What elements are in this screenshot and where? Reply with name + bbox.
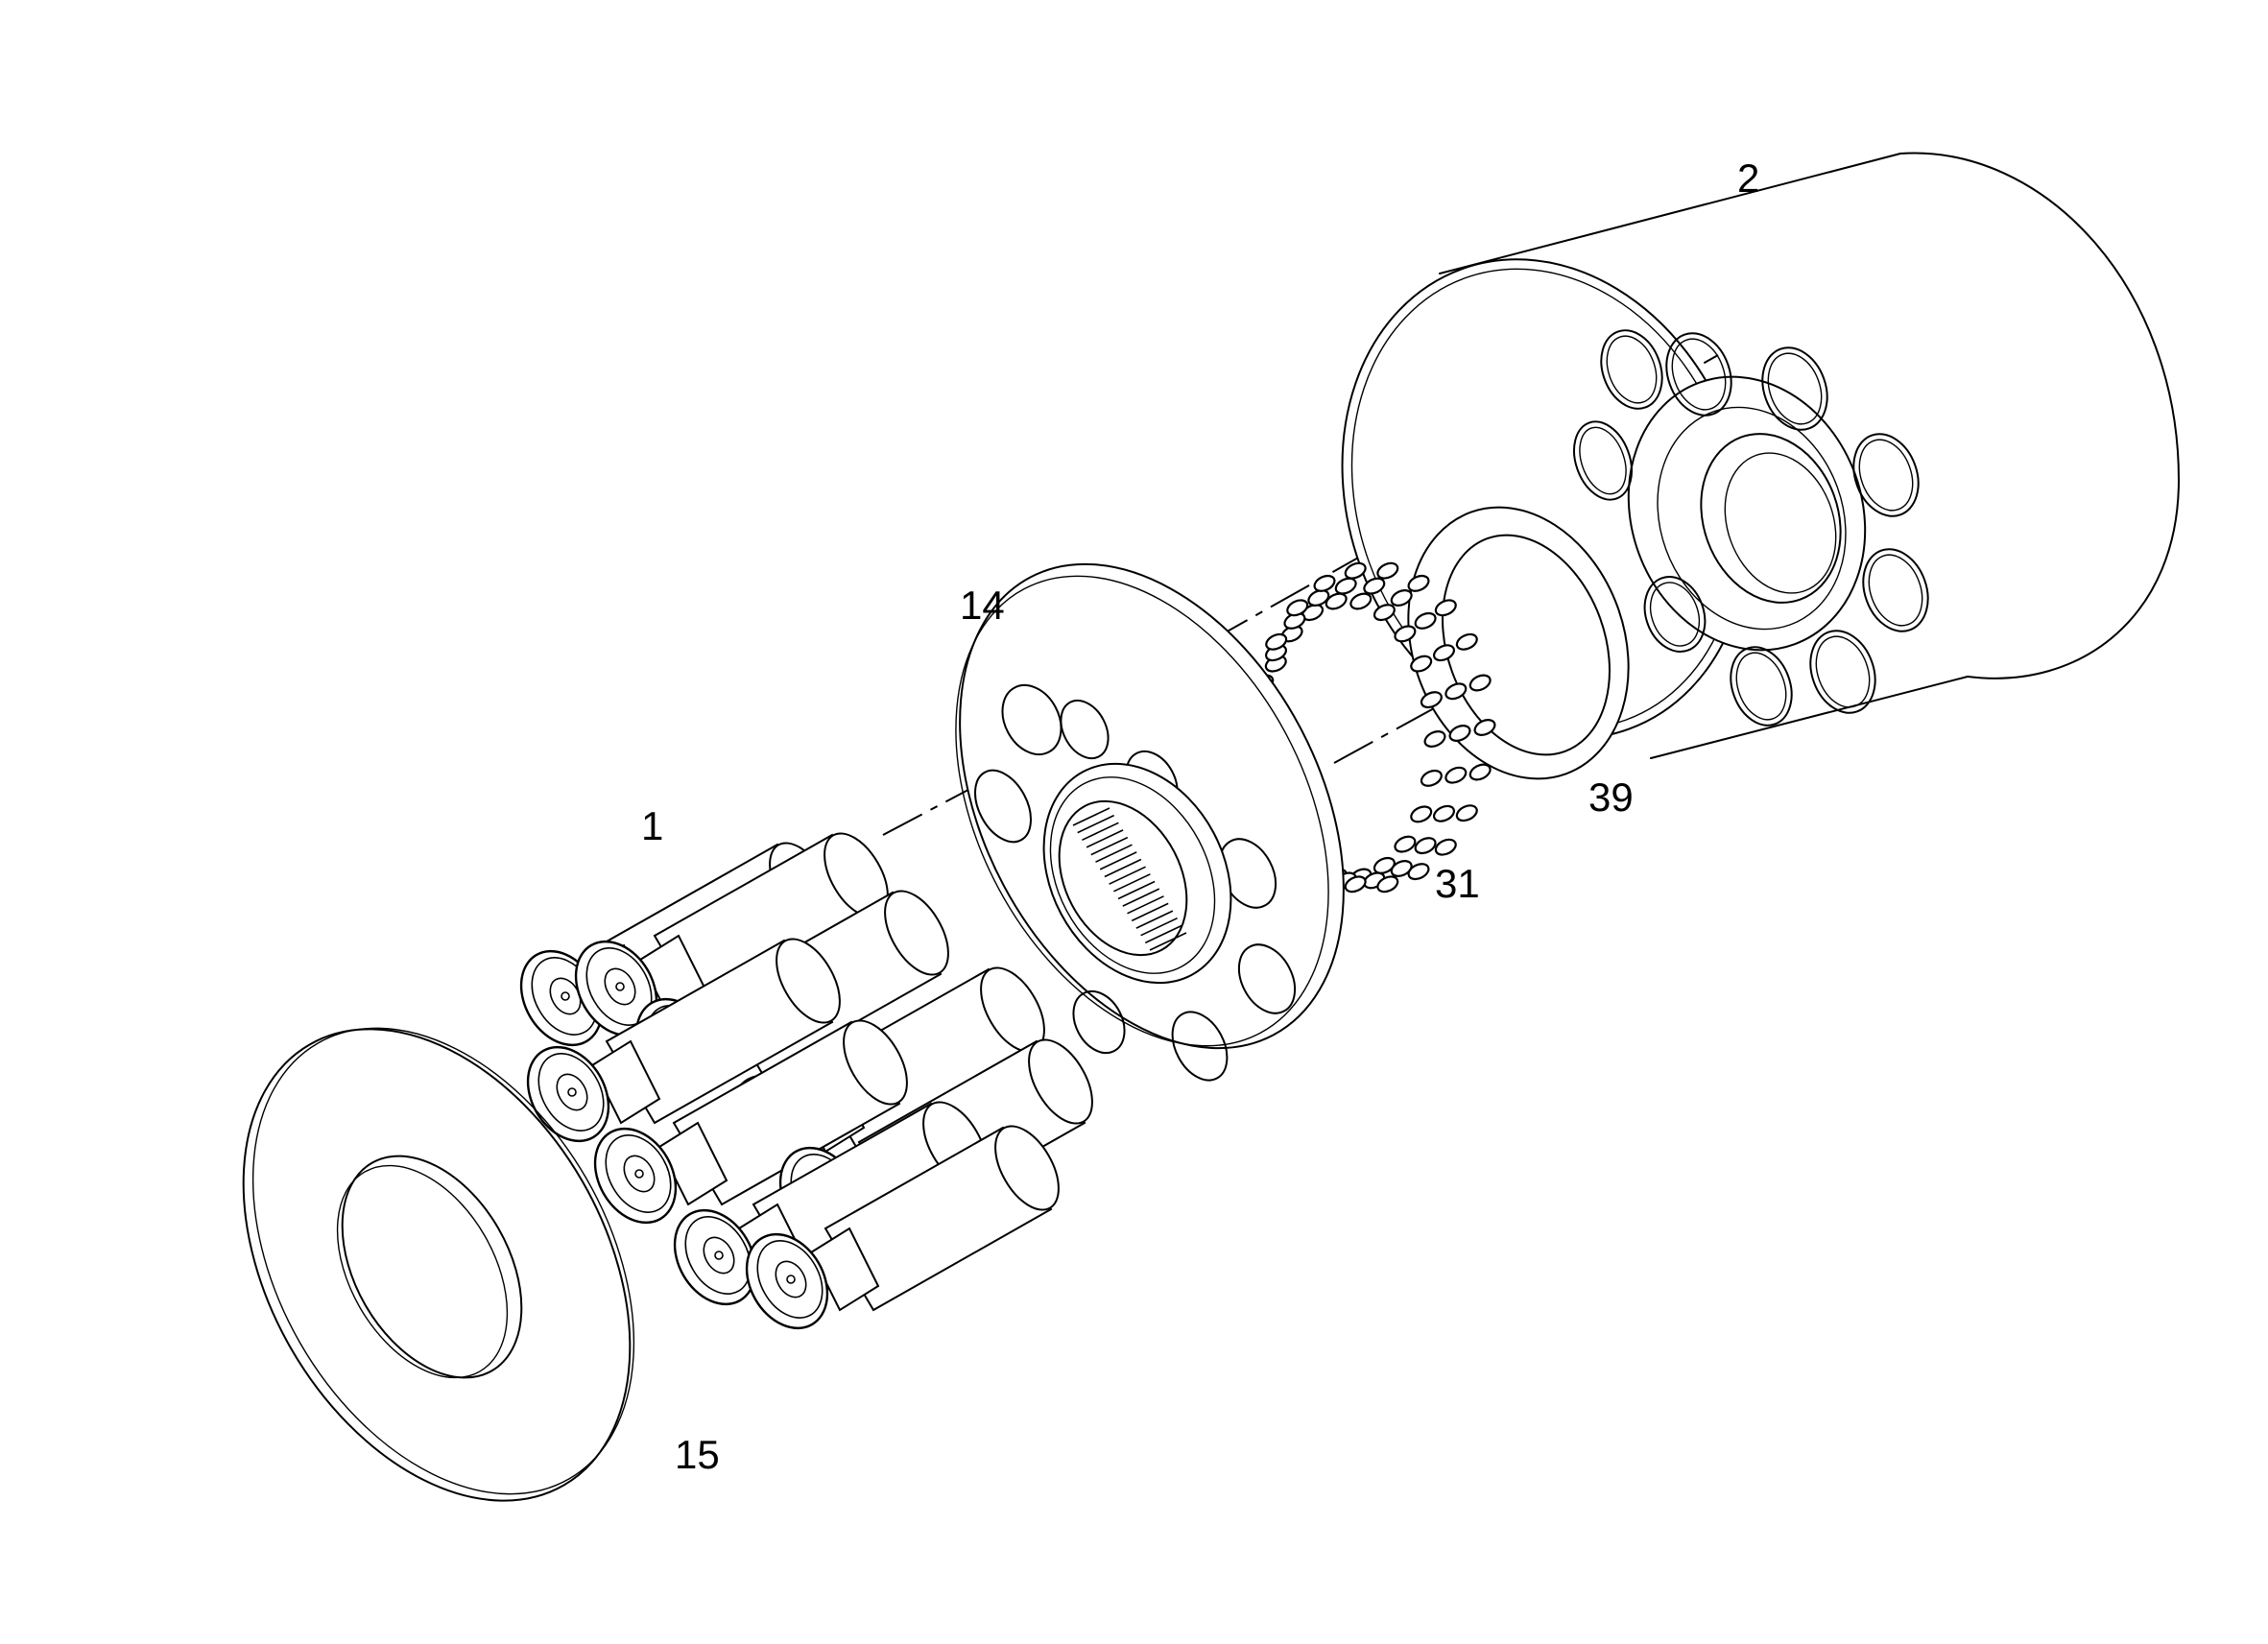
spring-coil <box>1349 592 1373 610</box>
spline-tooth <box>1140 917 1178 937</box>
spring-coil <box>1444 682 1468 701</box>
spring-coil <box>1414 837 1437 855</box>
callout-14: 14 <box>960 583 1005 628</box>
hub-splines <box>1072 807 1187 951</box>
callout-1: 1 <box>641 803 663 848</box>
spring-coil <box>1410 805 1433 823</box>
part-39-washer <box>1407 506 1630 780</box>
spring-coil <box>1448 725 1471 742</box>
spring-coil <box>1286 599 1309 617</box>
spring-coil <box>1376 561 1399 580</box>
spline-tooth <box>1104 858 1142 878</box>
spring-coil <box>1455 804 1478 822</box>
spline-tooth <box>1095 844 1133 863</box>
spring-coil <box>1373 604 1396 622</box>
spring-coil <box>1434 599 1457 617</box>
spline-tooth <box>1149 932 1187 951</box>
spring-coil <box>1444 766 1468 784</box>
part-2-cylinder-block <box>1341 152 2180 759</box>
spring-coil <box>1473 719 1496 736</box>
spring-coil <box>1344 875 1367 893</box>
spring-coil <box>1420 691 1443 709</box>
spring-coil <box>1433 804 1455 822</box>
callout-labels: 2 14 1 31 39 15 <box>641 155 1759 1477</box>
spring-coil <box>1407 574 1430 592</box>
spring-coil <box>1394 625 1417 643</box>
spline-tooth <box>1082 822 1119 842</box>
piston <box>526 938 841 1143</box>
piston <box>593 1019 908 1225</box>
spline-tooth <box>1144 924 1182 944</box>
spring-coil <box>1434 838 1457 856</box>
spline-tooth <box>1109 866 1146 885</box>
spring-coil <box>1376 875 1399 893</box>
callout-15: 15 <box>675 1432 720 1477</box>
part-14-retainer-plate <box>955 562 1345 1082</box>
spline-tooth <box>1077 814 1115 834</box>
spline-tooth <box>1135 910 1174 929</box>
spline-tooth <box>1072 807 1110 826</box>
cylinder-bores <box>1573 329 1929 727</box>
spring-coil <box>1265 632 1288 651</box>
spring-coil <box>1334 577 1357 595</box>
part-1-pistons <box>519 832 1093 1330</box>
spring-coil <box>1468 674 1492 692</box>
callout-2: 2 <box>1737 155 1759 201</box>
spring-coil <box>1423 730 1446 748</box>
callout-31: 31 <box>1435 861 1480 906</box>
part-15-swash-plate <box>242 1027 635 1502</box>
spring-coil <box>1325 592 1348 610</box>
spring-coil <box>1363 577 1386 595</box>
spring-coil <box>1390 860 1413 877</box>
spring-coil <box>1414 611 1437 630</box>
spring-coil <box>1433 644 1455 662</box>
spring-coil <box>1420 769 1443 787</box>
spline-tooth <box>1122 888 1160 907</box>
spring-coil <box>1410 655 1433 673</box>
spring-coil <box>1344 561 1367 580</box>
spring-coil <box>1307 589 1330 607</box>
spline-tooth <box>1131 902 1169 922</box>
spring-coil <box>1468 763 1492 781</box>
piston <box>574 832 889 1037</box>
spline-tooth <box>1113 873 1151 893</box>
spring-coil <box>1394 835 1417 853</box>
spring-coil <box>1373 856 1396 874</box>
spline-tooth <box>1127 895 1164 915</box>
spline-tooth <box>1090 836 1129 856</box>
spline-tooth <box>1117 880 1156 900</box>
spring-coil <box>1455 632 1478 651</box>
piston <box>745 1125 1060 1330</box>
spring-coil <box>1407 863 1430 881</box>
spline-tooth <box>1086 829 1124 848</box>
spline-tooth <box>1099 851 1137 870</box>
callout-39: 39 <box>1588 774 1634 820</box>
spring-coil <box>1313 574 1336 592</box>
spring-coil <box>1390 589 1413 607</box>
